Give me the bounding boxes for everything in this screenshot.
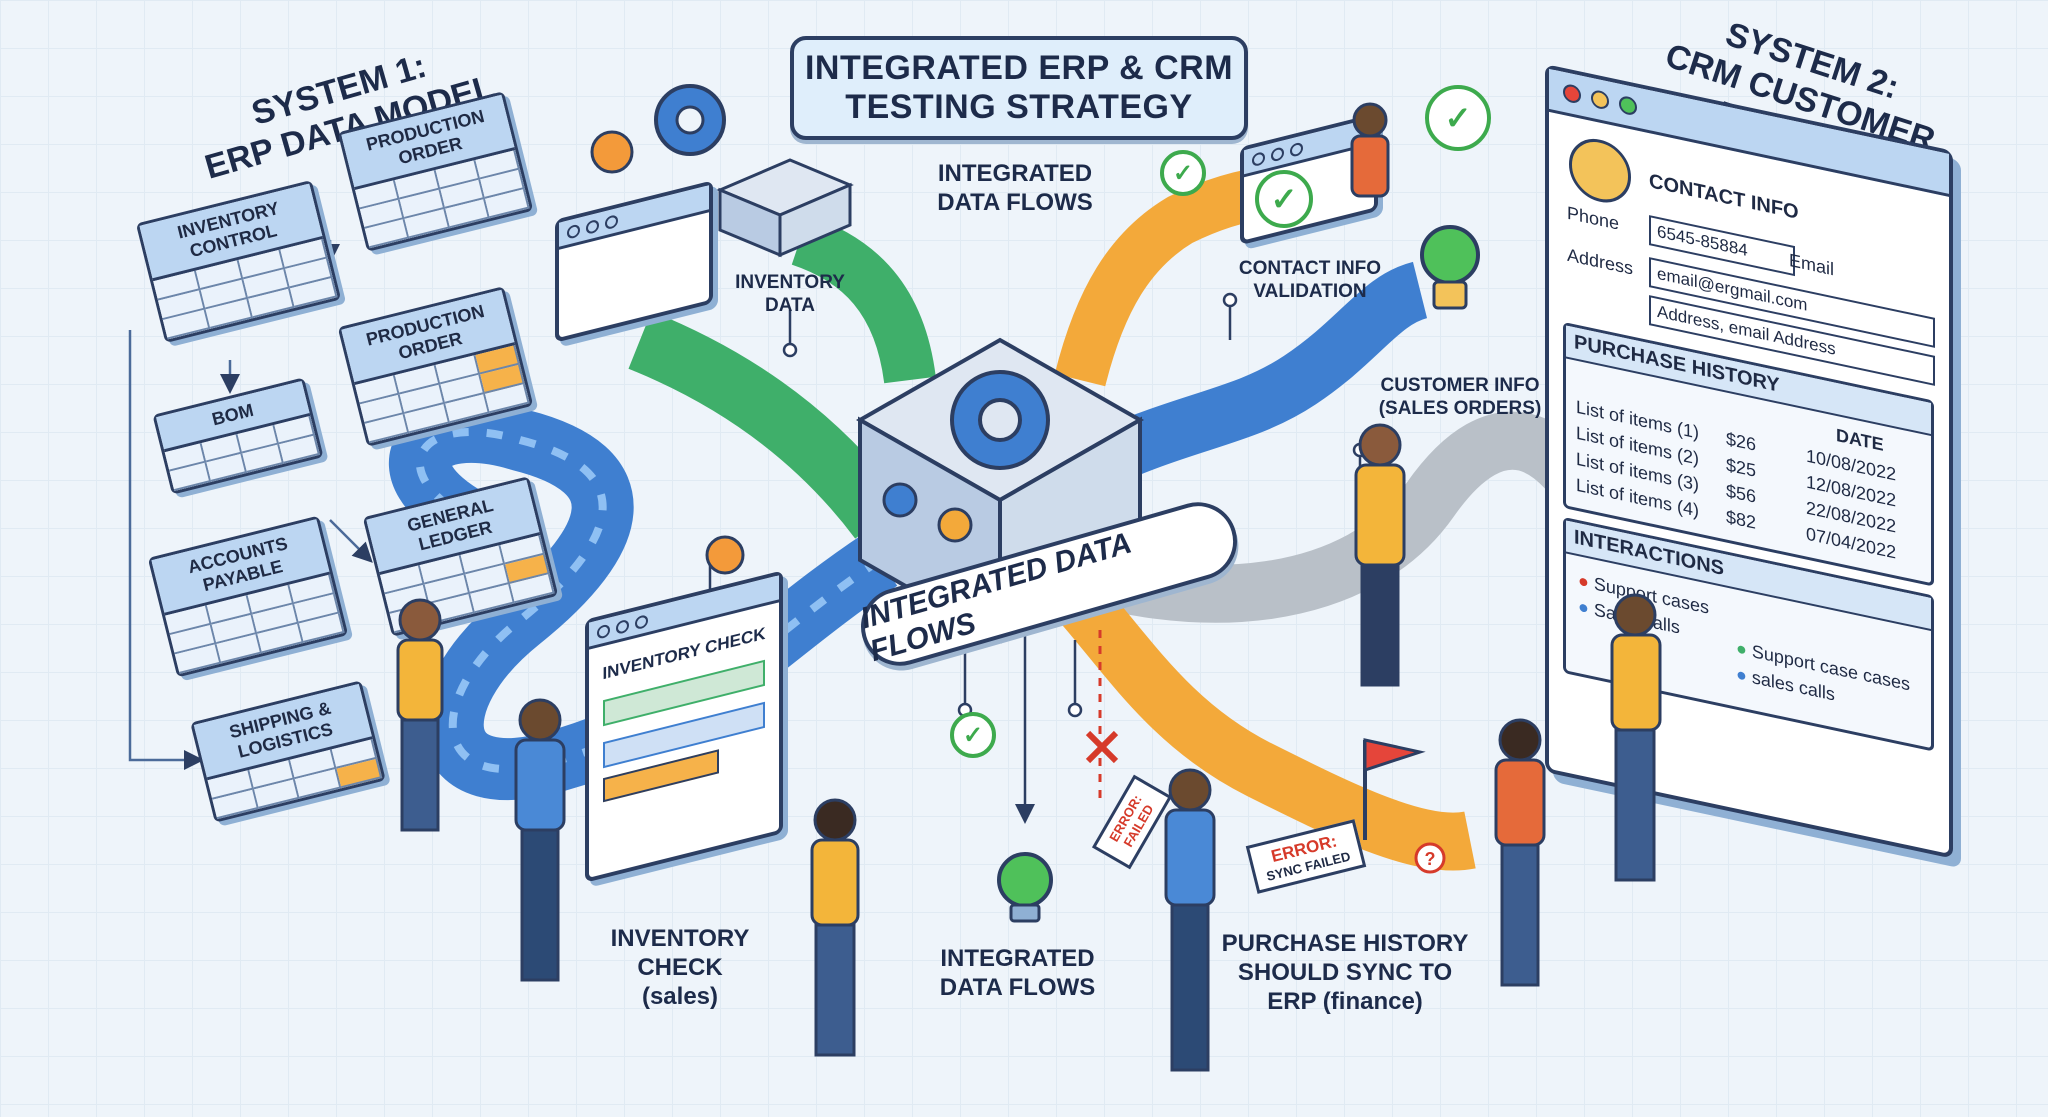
caption-integrated-bottom: INTEGRATED DATA FLOWS: [939, 945, 1096, 1001]
caption-contact-info-validation: CONTACT INFO VALIDATION: [1238, 258, 1382, 302]
gear-icon: [937, 507, 973, 543]
blue-flow-right: [1067, 261, 1429, 496]
caption-customer-info: CUSTOMER INFO (SALES ORDERS): [1378, 375, 1542, 419]
caption-inventory-check-sales: INVENTORY CHECK (sales): [610, 925, 750, 1010]
address-label: Address: [1567, 244, 1634, 279]
caption-integrated-top: INTEGRATED DATA FLOWS: [937, 160, 1093, 216]
main-title: INTEGRATED ERP & CRM TESTING STRATEGY: [790, 36, 1248, 140]
gear-icon: [590, 130, 634, 174]
orange-flow-bottom: [1039, 559, 1476, 871]
gear-icon: [882, 482, 918, 518]
checkmark-icon: ✓: [1255, 170, 1313, 228]
inventory-check-screen: INVENTORY CHECK: [585, 570, 783, 883]
email-label: Email: [1789, 249, 1835, 280]
checkmark-icon: ✓: [1160, 150, 1206, 196]
lightbulb-icon: [1420, 225, 1480, 310]
title-line1: INTEGRATED ERP & CRM: [804, 49, 1234, 87]
phone-label: Phone: [1567, 202, 1620, 234]
avatar: [1569, 133, 1631, 209]
caption-purchase-history-sync: PURCHASE HISTORY SHOULD SYNC TO ERP (fin…: [1221, 930, 1469, 1015]
crm-profile-window: CONTACT INFO Phone 6545-85884 Email Addr…: [1545, 64, 1953, 859]
title-line2: TESTING STRATEGY: [845, 88, 1193, 126]
caption-inventory-data: INVENTORY DATA: [735, 272, 845, 316]
svg-text:?: ?: [1425, 849, 1436, 869]
green-flow: [628, 311, 905, 539]
gear-icon: [705, 535, 745, 575]
checkmark-icon: ✓: [950, 712, 996, 758]
interactions-list-right: ● Support case cases ● sales calls: [1736, 635, 1910, 724]
green-flow-top: [791, 215, 936, 384]
error-x-icon: [1085, 730, 1119, 764]
question-icon: [1414, 842, 1446, 874]
checkmark-icon: ✓: [1425, 85, 1491, 151]
server-icon: [716, 158, 854, 258]
flag-icon: [1363, 738, 1426, 840]
lightbulb-icon: [997, 852, 1053, 923]
contact-info-header: CONTACT INFO: [1649, 170, 1799, 224]
